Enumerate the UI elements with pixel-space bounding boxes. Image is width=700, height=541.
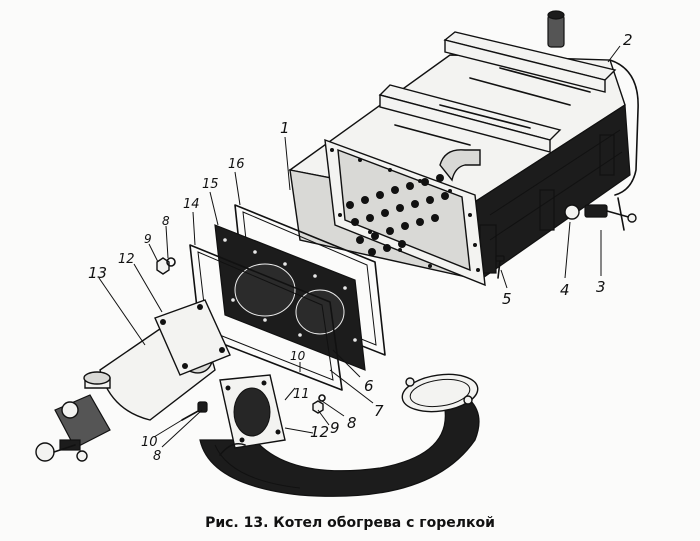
callout-4: 4 <box>560 281 570 299</box>
washer-8-upper <box>166 257 176 267</box>
callout-14: 14 <box>183 197 200 212</box>
exhaust-elbow <box>199 373 480 497</box>
drain-valve-3 <box>564 197 637 231</box>
leader-lines <box>98 45 621 448</box>
callout-15: 15 <box>202 177 219 192</box>
callout-2: 2 <box>623 31 633 49</box>
callout-16: 16 <box>228 157 245 172</box>
bolt-5 <box>495 255 505 279</box>
callouts: 1 2 3 4 5 6 7 8 9 10 11 12 13 14 15 16 9… <box>88 31 633 464</box>
washer-8-lower <box>318 394 326 402</box>
callout-5: 5 <box>502 290 512 308</box>
callout-10-lower: 10 <box>141 435 158 450</box>
callout-9-upper: 9 <box>144 232 152 246</box>
callout-12-lower: 12 <box>310 423 329 441</box>
callout-13: 13 <box>88 264 107 282</box>
nut-9-upper <box>156 257 170 275</box>
callout-8-right: 8 <box>347 414 357 432</box>
callout-6: 6 <box>364 377 374 395</box>
tube-holes <box>346 174 449 256</box>
callout-10-mid: 10 <box>290 349 306 363</box>
nut-9-lower <box>312 400 324 414</box>
callout-8-upper: 8 <box>162 214 170 228</box>
callout-3: 3 <box>596 278 606 296</box>
burner-assembly <box>35 299 231 462</box>
plate-15 <box>214 224 366 371</box>
callout-12-upper: 12 <box>118 252 135 267</box>
figure-caption: Рис. 13. Котел обогрева с горелкой <box>205 515 495 531</box>
callout-7: 7 <box>374 402 384 420</box>
callout-1: 1 <box>280 119 290 137</box>
callout-11: 11 <box>293 387 310 402</box>
bolt-10-lower <box>181 401 208 421</box>
boiler-front-flange <box>324 138 486 287</box>
callout-8-lower: 8 <box>153 449 161 464</box>
callout-9-right: 9 <box>330 419 340 437</box>
